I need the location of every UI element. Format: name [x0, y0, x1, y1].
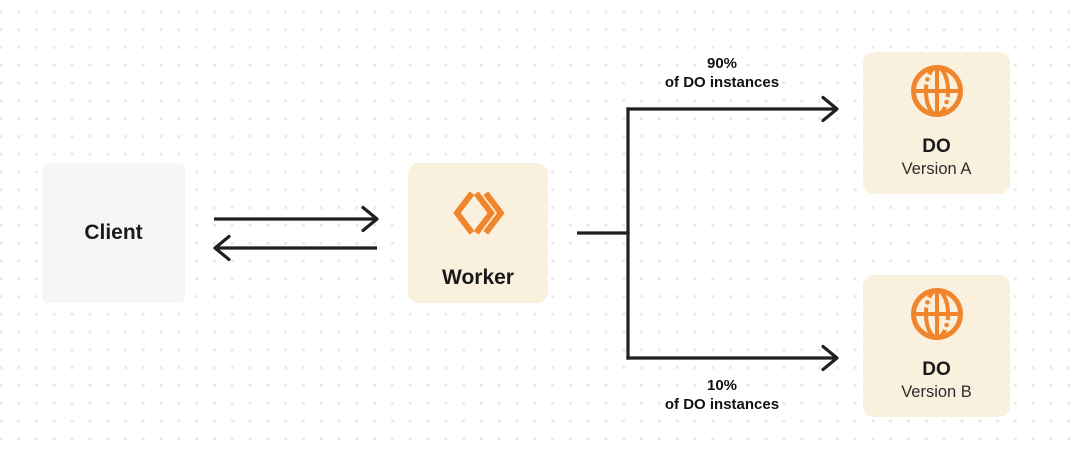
client-label: Client — [84, 221, 143, 244]
arrowhead-do-a — [821, 95, 839, 123]
do-a-title: DO — [922, 136, 951, 157]
durable-object-globe-icon — [908, 62, 966, 120]
edge-label-10-line2: of DO instances — [664, 396, 780, 413]
worker-label: Worker — [442, 266, 514, 289]
arrowhead-left-worker-client — [213, 234, 231, 262]
do-version-a-node: DO Version A — [863, 52, 1010, 194]
worker-node: Worker — [408, 163, 548, 303]
arrowhead-do-b — [821, 344, 839, 372]
edge-label-10-percent: 10% of DO instances — [620, 376, 824, 414]
arrowhead-right-client-worker — [361, 205, 379, 233]
do-version-b-node: DO Version B — [863, 275, 1010, 417]
edge-label-10-line1: 10% — [706, 377, 738, 394]
client-node: Client — [42, 163, 185, 303]
durable-object-globe-icon — [908, 285, 966, 343]
edge-label-90-line1: 90% — [706, 55, 738, 72]
workers-icon — [448, 183, 508, 243]
edge-label-90-percent: 90% of DO instances — [620, 54, 824, 92]
do-a-subtitle: Version A — [901, 160, 972, 178]
edge-label-90-line2: of DO instances — [664, 74, 780, 91]
do-b-title: DO — [922, 359, 951, 380]
do-b-subtitle: Version B — [901, 383, 972, 401]
